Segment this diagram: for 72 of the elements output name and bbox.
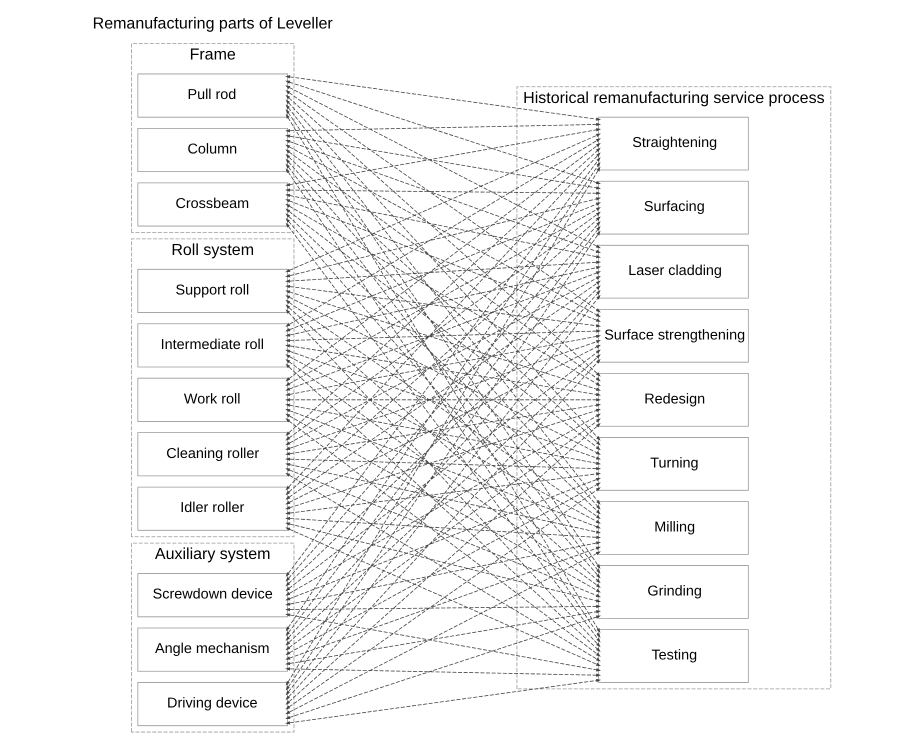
arrow — [285, 134, 601, 272]
arrow — [285, 344, 601, 396]
arrow — [285, 344, 601, 504]
arrow — [285, 404, 601, 465]
node-box: Milling — [598, 501, 749, 555]
arrow — [285, 75, 602, 121]
arrow — [285, 350, 601, 460]
node-box: Work roll — [137, 378, 288, 422]
node-box: Surfacing — [598, 180, 749, 234]
arrow — [286, 99, 601, 441]
arrow — [285, 188, 602, 195]
arrow — [285, 280, 601, 500]
arrow — [285, 85, 601, 248]
arrow — [285, 354, 601, 524]
node-box: Driving device — [137, 682, 288, 726]
arrow — [285, 197, 601, 278]
label: Remanufacturing parts of Leveller — [92, 15, 333, 32]
arrow — [285, 194, 601, 258]
arrow — [285, 266, 601, 337]
arrow — [285, 290, 601, 391]
node-box: Laser cladding — [598, 244, 749, 299]
node-box: Surface strengthening — [598, 308, 749, 363]
arrow — [285, 604, 602, 612]
arrow — [285, 94, 601, 377]
node-box: Column — [137, 128, 288, 172]
arrow — [285, 516, 602, 539]
arrow — [285, 134, 601, 190]
arrow — [285, 122, 602, 132]
node-box: Angle mechanism — [137, 628, 288, 672]
node-box: Idler roller — [137, 486, 288, 531]
arrow — [285, 260, 602, 283]
arrow — [285, 404, 601, 456]
arrow — [285, 340, 601, 450]
arrow — [285, 276, 601, 446]
arrow — [285, 329, 602, 342]
arrow — [285, 140, 601, 253]
arrow — [285, 527, 601, 666]
node-box: Cleaning roller — [137, 432, 288, 476]
node-box: Straightening — [598, 116, 749, 170]
node-box: Crossbeam — [137, 182, 288, 226]
arrow — [285, 284, 602, 328]
arrow — [285, 300, 601, 519]
arrow — [285, 80, 601, 184]
arrow — [285, 90, 601, 312]
node-box: Turning — [598, 437, 749, 491]
node-box: Testing — [598, 629, 749, 683]
arrow — [285, 423, 601, 705]
node-box: Screwdown device — [137, 573, 288, 618]
arrow — [285, 408, 601, 510]
arrow — [285, 522, 601, 602]
arrow — [286, 358, 601, 700]
arrow — [285, 334, 601, 396]
node-box: Support roll — [137, 268, 288, 313]
node-box: Redesign — [598, 373, 749, 427]
node-box: Grinding — [598, 565, 749, 619]
arrow — [285, 667, 602, 677]
arrow — [285, 472, 602, 515]
arrow — [285, 541, 601, 606]
arrow — [285, 457, 602, 470]
arrow — [285, 128, 601, 186]
arrow — [285, 271, 601, 391]
arrow — [285, 551, 601, 714]
node-box: Intermediate roll — [137, 323, 288, 368]
arrow — [285, 546, 601, 660]
arrow — [285, 487, 601, 710]
arrow — [285, 398, 602, 402]
arrow — [285, 678, 602, 724]
node-box: Pull rod — [137, 74, 288, 118]
arrow — [285, 295, 601, 455]
arrow — [285, 616, 601, 719]
arrow — [285, 463, 601, 534]
arrow — [285, 409, 601, 528]
